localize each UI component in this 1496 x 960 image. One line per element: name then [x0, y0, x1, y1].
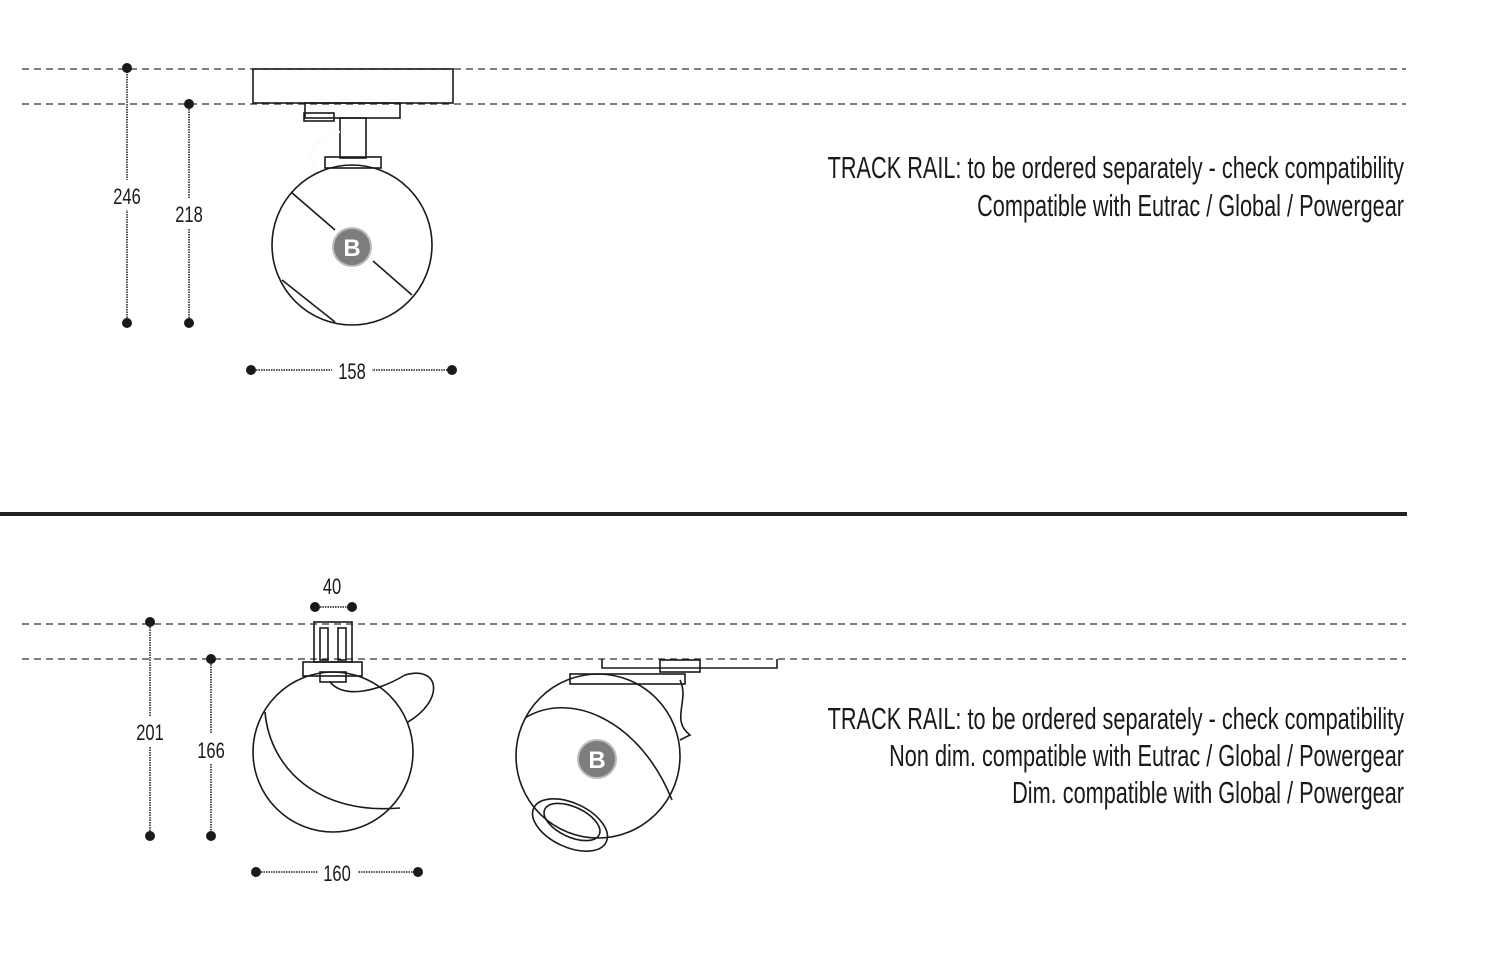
dimension-body-height: 218: [170, 99, 208, 328]
top-section: 246 218 158 B TRA: [22, 63, 1406, 386]
dimension-adapter-width: 40: [310, 575, 357, 612]
note-line: Compatible with Eutrac / Global / Powerg…: [977, 188, 1404, 223]
track-rail: [252, 68, 454, 104]
badge-icon: [577, 739, 617, 779]
dimension-label: 166: [197, 739, 225, 764]
note-line: TRACK RAIL: to be ordered separately - c…: [828, 150, 1405, 185]
dimension-total-height: 201: [131, 617, 169, 841]
badge-label: B: [343, 235, 360, 262]
dimension-label: 218: [175, 203, 203, 228]
spotlight-side-view: [252, 621, 435, 833]
bottom-section: 201 166 40 160: [22, 575, 1406, 888]
dimension-label: 246: [113, 185, 141, 210]
dimension-width: 160: [251, 858, 423, 888]
dimension-label: 160: [323, 862, 351, 887]
dimension-label: 40: [323, 575, 342, 600]
badge-icon: [332, 227, 372, 267]
dimension-label: 201: [136, 721, 164, 746]
note-line: Dim. compatible with Global / Powergear: [1012, 775, 1404, 810]
spotlight-front-view: B: [252, 68, 454, 326]
dimension-body-height: 166: [192, 654, 230, 841]
dimension-width: 158: [246, 356, 457, 386]
note-line: TRACK RAIL: to be ordered separately - c…: [828, 701, 1405, 736]
spotlight-angled-view: B: [515, 659, 778, 852]
badge-label: B: [588, 747, 605, 774]
dimension-label: 158: [338, 360, 366, 385]
dimension-total-height: 246: [108, 63, 146, 328]
note-line: Non dim. compatible with Eutrac / Global…: [889, 738, 1404, 773]
